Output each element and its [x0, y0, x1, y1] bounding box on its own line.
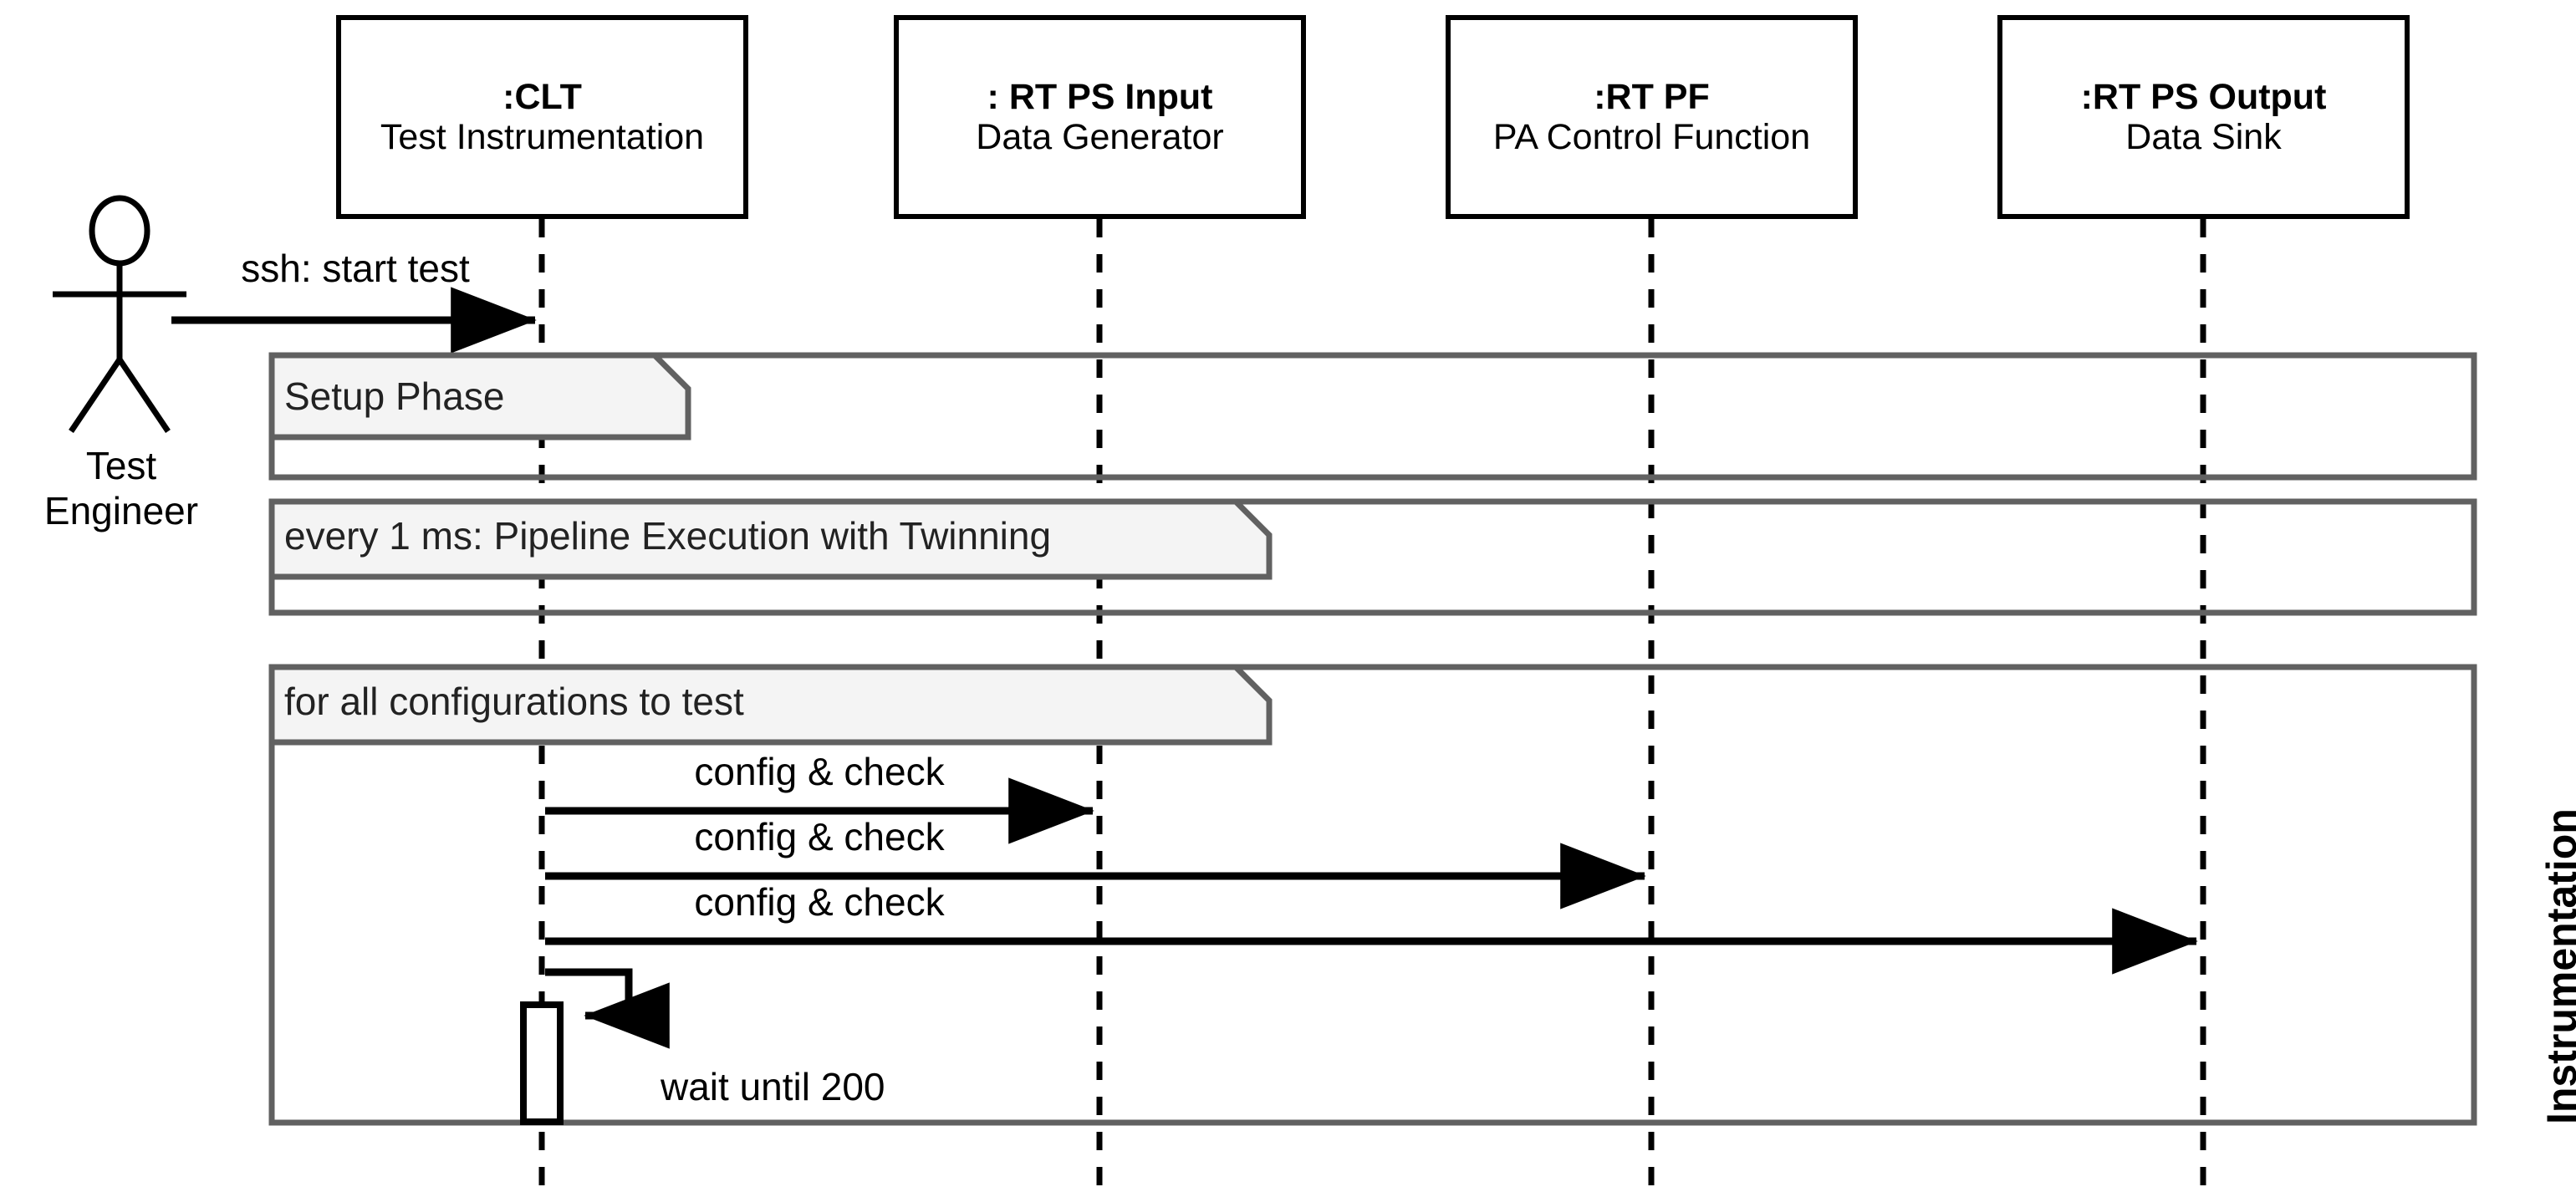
self-message-note-line1: wait until 200	[661, 1065, 885, 1109]
fragment-setup-phase-tab	[268, 352, 691, 441]
message-label-config-check-1: config & check	[694, 750, 945, 793]
fragment-pipeline-execution-frame	[268, 498, 2477, 616]
fragment-setup-phase-frame	[268, 352, 2477, 481]
lifeline-header-rt-ps-input[interactable]: : RT PS Input Data Generator	[894, 15, 1306, 219]
self-message-note: wait until 200 twinning messages have be…	[661, 970, 997, 1192]
fragment-for-all-configurations-frame	[268, 664, 2477, 1126]
lifeline-subtitle-rt-ps-input: Data Generator	[976, 117, 1224, 157]
message-label-ssh-start-test: ssh: start test	[241, 247, 470, 290]
fragment-label-for-all-configurations: for all configurations to test	[284, 680, 744, 723]
fragment-label-setup-phase: Setup Phase	[284, 374, 505, 418]
lifeline-header-rt-pf[interactable]: :RT PF PA Control Function	[1446, 15, 1858, 219]
fragment-for-all-configurations-outline	[268, 664, 2477, 1126]
message-label-config-check-3: config & check	[694, 880, 945, 924]
actor-name-line1: Test	[85, 444, 157, 487]
actor-name-label: Test Engineer	[0, 443, 242, 534]
lifeline-subtitle-rt-ps-output: Data Sink	[2125, 117, 2282, 157]
fragment-pipeline-execution-tab	[268, 498, 1273, 580]
lifeline-header-clt[interactable]: :CLT Test Instrumentation	[336, 15, 748, 219]
actor-leg-left	[69, 358, 122, 433]
lifeline-header-rt-ps-output[interactable]: :RT PS Output Data Sink	[1997, 15, 2410, 219]
lifeline-title-rt-ps-output: :RT PS Output	[2080, 76, 2327, 117]
actor-name-line2: Engineer	[43, 489, 199, 533]
lifeline-title-clt: :CLT	[502, 76, 582, 117]
activation-bar-clt	[520, 1001, 564, 1125]
lifeline-subtitle-rt-pf: PA Control Function	[1492, 117, 1811, 157]
fragment-for-all-configurations-tab	[268, 664, 1273, 746]
lifeline-title-rt-ps-input: : RT PS Input	[987, 76, 1213, 117]
actor-leg-right	[117, 358, 171, 433]
actor-head-icon	[89, 195, 150, 267]
lifeline-subtitle-clt: Test Instrumentation	[380, 117, 705, 157]
self-message-loop-wait-twinning	[545, 968, 670, 1049]
lifeline-title-rt-pf: :RT PF	[1594, 76, 1710, 117]
actor-test-engineer	[53, 195, 186, 433]
fragment-label-pipeline-execution: every 1 ms: Pipeline Execution with Twin…	[284, 514, 1052, 558]
message-label-config-check-2: config & check	[694, 815, 945, 858]
side-caption-instrumentation: Instrumentation	[2538, 808, 2576, 1124]
